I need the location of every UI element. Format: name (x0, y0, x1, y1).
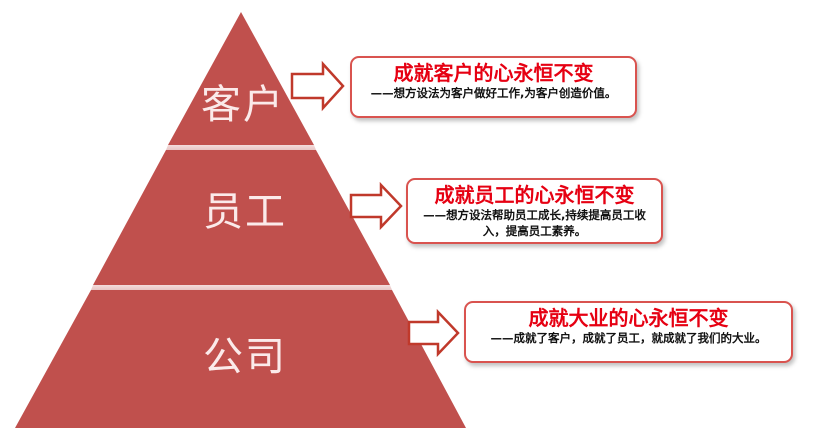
callout-employee: 成就员工的心永恒不变 ——想方设法帮助员工成长,持续提高员工收入，提高员工素养。 (406, 178, 663, 244)
tier-label-employee: 员工 (203, 189, 287, 235)
callout-title: 成就客户的心永恒不变 (393, 61, 594, 85)
callout-company: 成就大业的心永恒不变 ——成就了客户，成就了员工，就成就了我们的大业。 (464, 301, 793, 363)
right-arrow-icon (349, 181, 403, 231)
tier-separator (91, 285, 392, 290)
pyramid-tier-top (168, 12, 314, 145)
tier-separator (166, 145, 316, 150)
pyramid-tier-middle (93, 150, 390, 285)
pyramid-tier-bottom (15, 290, 466, 428)
callout-title: 成就员工的心永恒不变 (434, 183, 635, 207)
callout-title: 成就大业的心永恒不变 (528, 306, 729, 330)
callout-customer: 成就客户的心永恒不变 ——想方设法为客户做好工作,为客户创造价值。 (350, 56, 637, 118)
callout-description: ——想方设法帮助员工成长,持续提高员工收入，提高员工素养。 (423, 208, 646, 238)
tier-label-company: 公司 (203, 334, 287, 380)
right-arrow-icon (407, 308, 460, 358)
callout-description: ——想方设法为客户做好工作,为客户创造价值。 (370, 86, 617, 100)
callout-description: ——成就了客户，成就了员工，就成就了我们的大业。 (490, 331, 767, 345)
tier-label-customer: 客户 (201, 82, 285, 128)
right-arrow-icon (290, 60, 345, 112)
